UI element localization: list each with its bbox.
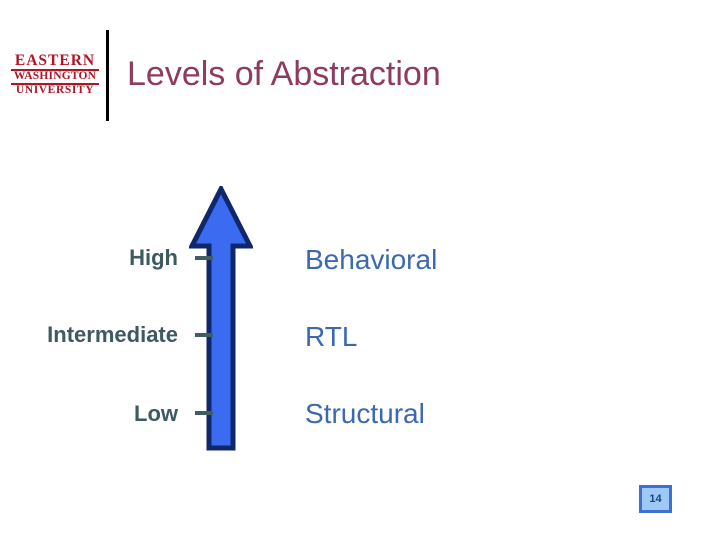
concept-label-rtl: RTL [305, 321, 358, 352]
concept-label-behavioral: Behavioral [305, 244, 438, 275]
tick-mark-low [195, 411, 213, 415]
level-label-intermediate: Intermediate [47, 322, 178, 347]
concept-label-structural: Structural [305, 398, 425, 429]
logo-line-eastern: EASTERN [11, 53, 99, 72]
page-number-badge: 14 [639, 485, 672, 513]
page-title: Levels of Abstraction [127, 55, 441, 93]
tick-mark-intermediate [195, 333, 213, 337]
logo-line-university: UNIVERSITY [15, 83, 95, 96]
logo-line-washington: WASHINGTON [11, 70, 99, 85]
tick-mark-high [195, 256, 213, 260]
level-label-high: High [129, 245, 178, 270]
university-logo: EASTERN WASHINGTON UNIVERSITY [11, 52, 99, 98]
level-label-low: Low [134, 401, 178, 426]
up-arrow-icon [189, 186, 253, 451]
header-divider [106, 30, 109, 121]
up-arrow-shape [189, 186, 253, 451]
